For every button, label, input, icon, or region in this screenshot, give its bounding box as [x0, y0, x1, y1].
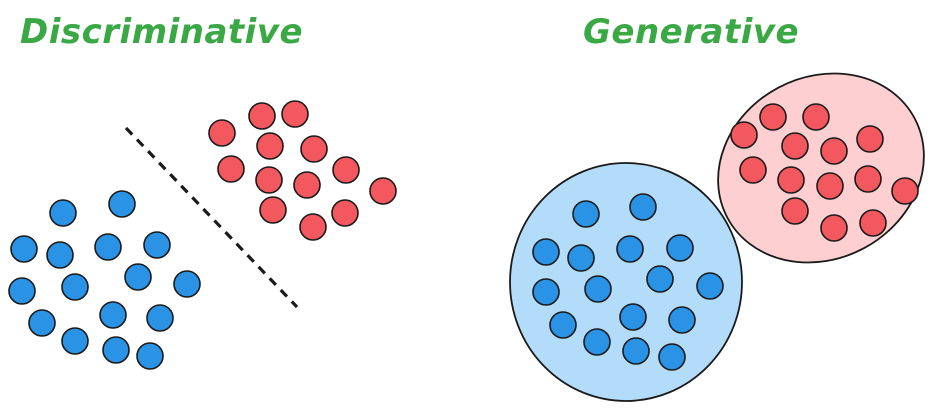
generative-title: Generative: [583, 12, 800, 52]
blue-dot-left: [102, 336, 130, 364]
red-dot-right: [820, 137, 848, 165]
red-dot-right: [730, 121, 758, 149]
blue-dot-right: [668, 306, 696, 334]
blue-dot-left: [61, 273, 89, 301]
red-dot-left: [255, 166, 283, 194]
red-dot-right: [802, 103, 830, 131]
data-points: [8, 100, 919, 371]
red-dot-right: [816, 172, 844, 200]
blue-dot-right: [619, 303, 647, 331]
red-dot-left: [208, 119, 236, 147]
blue-dot-right: [629, 193, 657, 221]
red-dot-right: [891, 177, 919, 205]
blue-dot-right: [567, 244, 595, 272]
red-dot-left: [259, 196, 287, 224]
blue-dot-left: [108, 190, 136, 218]
red-dot-right: [777, 166, 805, 194]
blue-dot-left: [8, 277, 36, 305]
red-dot-left: [331, 199, 359, 227]
red-dot-left: [299, 213, 327, 241]
red-dot-right: [820, 214, 848, 242]
blue-dot-left: [146, 304, 174, 332]
blue-dot-right: [666, 234, 694, 262]
blue-dot-right: [646, 265, 674, 293]
red-dot-right: [781, 197, 809, 225]
red-dot-left: [300, 135, 328, 163]
blue-dot-right: [549, 311, 577, 339]
blue-dot-right: [584, 275, 612, 303]
blue-dot-right: [696, 272, 724, 300]
blue-dot-left: [49, 199, 77, 227]
discriminative-title: Discriminative: [20, 12, 304, 52]
blue-dot-right: [532, 238, 560, 266]
red-dot-left: [332, 156, 360, 184]
red-dot-left: [256, 132, 284, 160]
blue-dot-right: [616, 235, 644, 263]
blue-class-region: [509, 162, 743, 402]
red-dot-right: [856, 125, 884, 153]
blue-dot-left: [143, 231, 171, 259]
blue-dot-left: [28, 309, 56, 337]
blue-dot-left: [99, 301, 127, 329]
red-dot-right: [781, 132, 809, 160]
red-dot-left: [248, 102, 276, 130]
red-dot-left: [293, 171, 321, 199]
red-dot-right: [759, 103, 787, 131]
blue-dot-left: [46, 241, 74, 269]
blue-dot-left: [124, 263, 152, 291]
blue-dot-right: [622, 337, 650, 365]
red-dot-left: [281, 100, 309, 128]
red-dot-left: [217, 155, 245, 183]
blue-dot-left: [136, 342, 164, 370]
blue-dot-right: [572, 200, 600, 228]
blue-dot-left: [173, 270, 201, 298]
blue-dot-right: [532, 278, 560, 306]
blue-dot-left: [94, 233, 122, 261]
red-dot-right: [854, 165, 882, 193]
red-dot-right: [859, 209, 887, 237]
blue-dot-left: [61, 327, 89, 355]
red-dot-right: [739, 156, 767, 184]
blue-dot-right: [583, 328, 611, 356]
blue-dot-left: [10, 235, 38, 263]
red-dot-left: [369, 177, 397, 205]
blue-dot-right: [658, 343, 686, 371]
